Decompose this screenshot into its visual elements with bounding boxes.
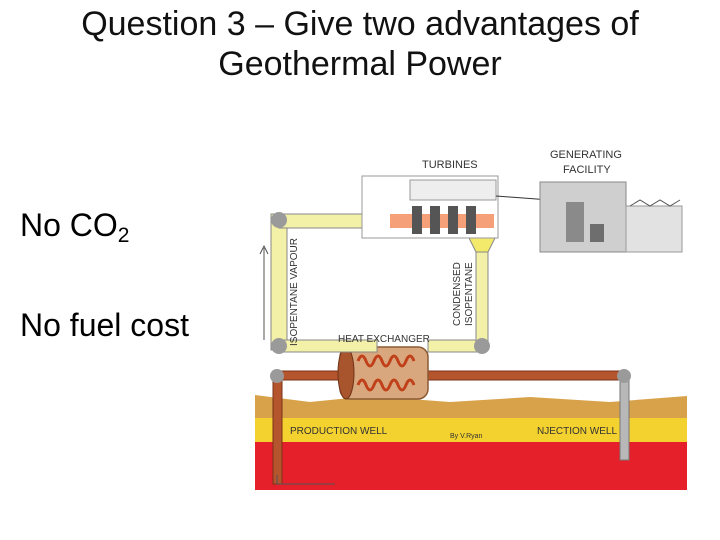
label-facility: FACILITY	[563, 164, 611, 176]
generator-cabinet	[590, 224, 604, 242]
label-credit: By V.Ryan	[450, 433, 483, 440]
answer-no-co2-text: No CO	[20, 207, 118, 243]
label-isopentane-vapour: ISOPENTANE VAPOUR	[289, 238, 300, 346]
label-production-well: PRODUCTION WELL	[290, 426, 388, 437]
turbine-hot-vapour	[390, 214, 494, 228]
title-line-2: Geothermal Power	[218, 45, 502, 83]
flow-arrow-production	[276, 475, 335, 485]
generator-annex	[625, 205, 683, 253]
injection-well-pipe	[619, 379, 630, 461]
slide-title: Question 3 – Give two advantages of Geot…	[0, 4, 720, 84]
label-heat-exchanger: HEAT EXCHANGER	[338, 334, 430, 345]
production-well-pipe	[272, 375, 283, 485]
hot-water-pipe	[272, 370, 626, 381]
co2-subscript: 2	[117, 224, 130, 247]
transmission-lines	[629, 199, 681, 207]
title-line-1: Question 3 – Give two advantages of	[81, 5, 639, 43]
answer-no-co2: No CO2	[20, 207, 129, 248]
pipe-elbow-left	[270, 369, 284, 383]
heat-exchanger-coil	[356, 354, 416, 392]
generating-facility: GENERATING FACILITY	[539, 149, 683, 253]
turbine-rotor-3	[448, 206, 458, 234]
turbine-rotor-2	[430, 206, 440, 234]
turbine-rotor-1	[412, 206, 422, 234]
label-isopentane: ISOPENTANE	[464, 262, 475, 326]
ground-yellow-layer	[255, 418, 687, 442]
turbine-rotor-4	[466, 206, 476, 234]
flow-arrow-vapour	[259, 244, 269, 340]
label-turbines: TURBINES	[422, 159, 478, 171]
ground-layers	[255, 395, 687, 490]
pipe-elbow-right	[617, 369, 631, 383]
geothermal-plant-diagram: TURBINES GENERATING FACILITY ISOPENTANE …	[255, 149, 687, 490]
label-injection-well: NJECTION WELL	[537, 426, 617, 437]
label-condensed: CONDENSED	[452, 262, 463, 326]
pipe-elbow-bottom-right	[474, 338, 490, 354]
turbines-unit: TURBINES	[361, 159, 499, 239]
condensed-pipe-vertical	[475, 249, 489, 351]
generator-machine	[566, 202, 584, 242]
pipe-elbow-top-left	[271, 212, 287, 228]
answer-no-fuel-cost: No fuel cost	[20, 307, 189, 343]
ground-red-layer	[255, 442, 687, 490]
pipe-elbow-bottom-left	[271, 338, 287, 354]
heat-exchanger-end-cap	[337, 346, 355, 400]
vapour-pipe-vertical	[270, 213, 288, 351]
turbine-upper-casing	[409, 179, 497, 201]
ground-top-layer	[255, 395, 687, 418]
label-generating: GENERATING	[550, 149, 622, 161]
heat-exchanger	[337, 346, 429, 400]
